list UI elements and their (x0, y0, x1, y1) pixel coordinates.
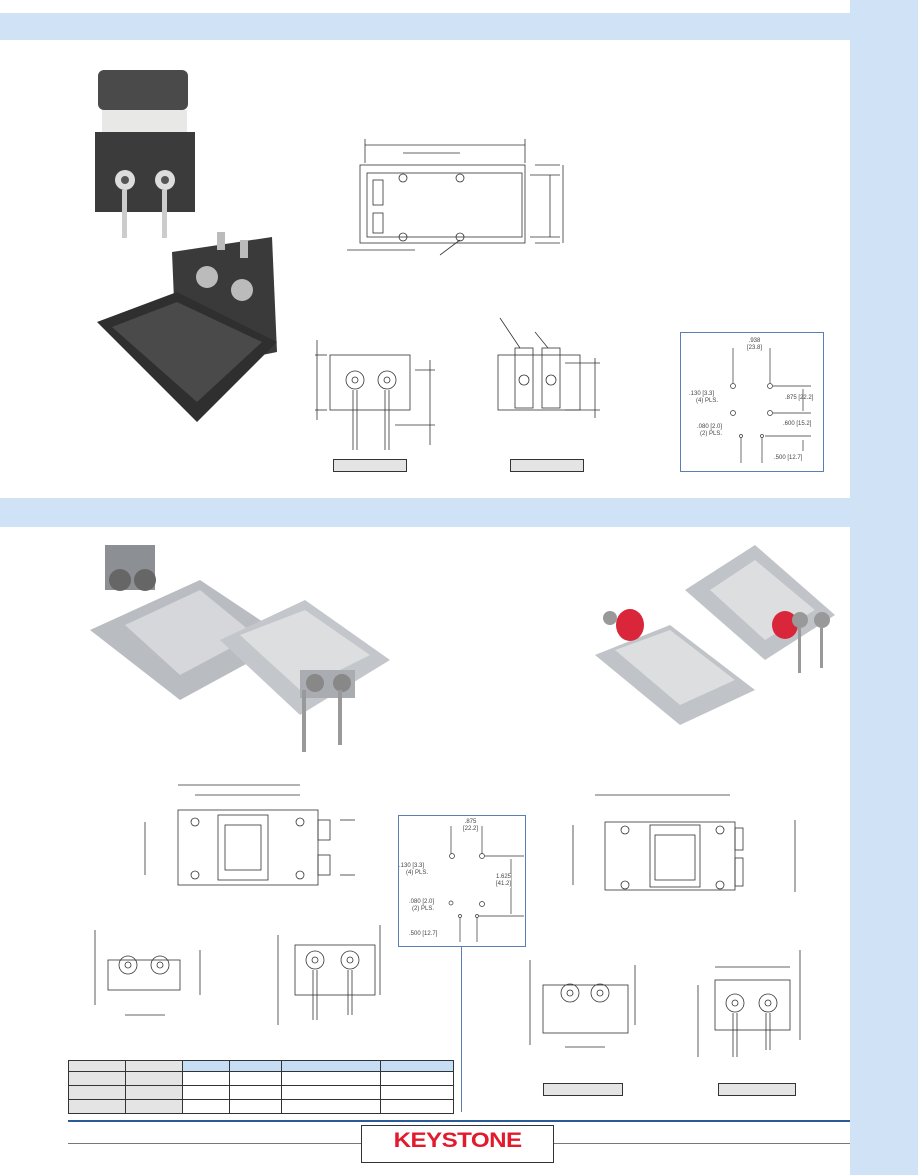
table-cell (380, 1060, 454, 1072)
right-sidebar-band (850, 0, 918, 1175)
table-row (68, 1099, 454, 1114)
table-cell (68, 1060, 126, 1072)
table-cell (380, 1099, 454, 1114)
specification-table (68, 1060, 454, 1114)
dimension-label: .875[22.2] (463, 819, 478, 833)
dimension-label: .130 [3.3](4) PLS. (399, 863, 428, 877)
dimension-label: .080 [2.0](2) PLS. (409, 899, 434, 913)
table-cell (281, 1071, 381, 1086)
table-row (68, 1085, 454, 1100)
table-cell (281, 1060, 381, 1072)
table-cell (125, 1071, 183, 1086)
view-label-box (718, 1083, 796, 1096)
dimension-label: 1.625[41.2] (496, 874, 512, 888)
dimension-drawing-top-view-right (572, 794, 796, 892)
table-cell (182, 1060, 230, 1072)
table-header-row (68, 1060, 454, 1072)
table-cell (68, 1085, 126, 1100)
dim-text: (2) PLS. (700, 431, 723, 437)
dim-text: .130 [3.3] (689, 391, 715, 397)
table-cell (229, 1060, 282, 1072)
dim-text: .080 [2.0] (697, 424, 723, 430)
dimension-drawing-front-view-left (94, 930, 201, 1016)
table-cell (125, 1085, 183, 1100)
dim-text: [23.8] (747, 345, 763, 351)
dimension-drawing-rear-view-left (277, 925, 381, 1025)
table-cell (281, 1099, 381, 1114)
product-photo-snap-holders-right (595, 545, 835, 725)
dim-text: (4) PLS. (696, 398, 719, 404)
dim-text: .938 (748, 338, 761, 344)
section-header-band-1 (0, 13, 918, 40)
dimension-drawing-rear-view (497, 317, 600, 418)
dimension-drawing-front-view-right (529, 960, 636, 1048)
dimension-drawing-top-view (347, 139, 564, 256)
dim-text: (4) PLS. (406, 870, 429, 876)
dimension-drawing-rear-view-right (697, 950, 801, 1057)
product-photo-snap-holders-left (90, 545, 390, 752)
table-cell (182, 1085, 230, 1100)
product-photo-9v-holder-front (95, 70, 195, 238)
table-cell (182, 1099, 230, 1114)
dim-text: .130 [3.3] (399, 863, 425, 869)
product-photo-9v-holder-angled (97, 232, 277, 422)
dimension-label: .080 [2.0](2) PLS. (697, 424, 722, 438)
dimension-label: .875 [22.2] (785, 395, 814, 401)
logo-text: KEYSTONE (393, 1129, 522, 1152)
table-cell (380, 1071, 454, 1086)
dim-text: [22.2] (463, 826, 479, 832)
view-label-box (543, 1083, 623, 1096)
dim-text: .080 [2.0] (409, 899, 435, 905)
pcb-layout-box-2: .875[22.2] .130 [3.3](4) PLS. 1.625[41.2… (398, 815, 526, 947)
dim-text: 1.625 (496, 874, 512, 880)
table-cell (125, 1060, 183, 1072)
table-cell (229, 1071, 282, 1086)
dimension-label: .130 [3.3](4) PLS. (689, 391, 718, 405)
dimension-drawing-top-view-left (144, 784, 355, 886)
pcb-layout-box-1: .938[23.8] .130 [3.3](4) PLS. .875 [22.2… (680, 332, 824, 472)
dim-text: .875 (464, 819, 477, 825)
table-cell (229, 1085, 282, 1100)
section-header-band-2 (0, 498, 850, 527)
dimension-label: .500 [12.7] (409, 931, 438, 937)
table-cell (380, 1085, 454, 1100)
view-label-box (333, 459, 407, 472)
table-cell (281, 1085, 381, 1100)
table-cell (68, 1099, 126, 1114)
keystone-logo: KEYSTONE (361, 1125, 554, 1163)
dimension-label: .938[23.8] (747, 338, 762, 352)
table-cell (125, 1099, 183, 1114)
table-row (68, 1071, 454, 1086)
view-label-box (510, 459, 584, 472)
dimension-label: .600 [15.2] (783, 421, 812, 427)
divider-line (461, 947, 462, 1112)
dim-text: [41.2] (496, 881, 512, 887)
dimension-drawing-front-view (315, 340, 435, 450)
footer-rule-blue (68, 1120, 850, 1122)
table-cell (229, 1099, 282, 1114)
table-cell (68, 1071, 126, 1086)
dim-text: (2) PLS. (412, 906, 435, 912)
dimension-label: .500 [12.7] (774, 455, 803, 461)
table-cell (182, 1071, 230, 1086)
